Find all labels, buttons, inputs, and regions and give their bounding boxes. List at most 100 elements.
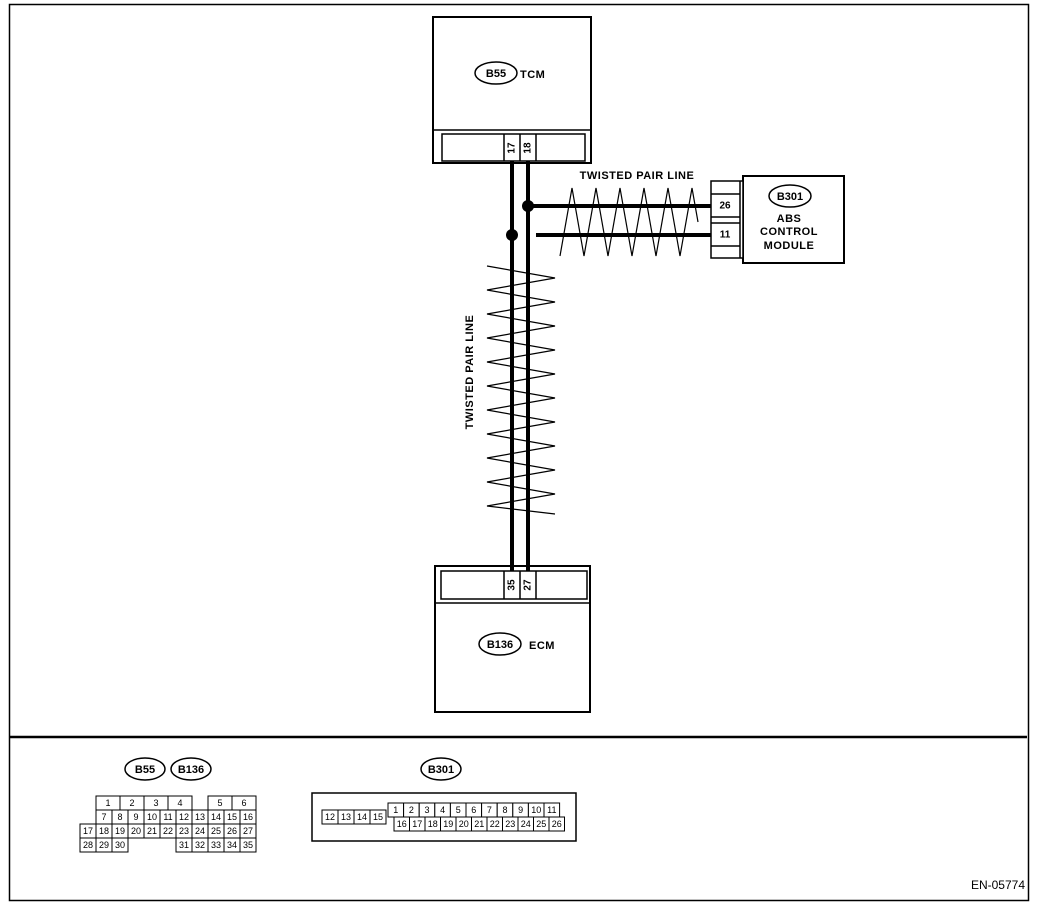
connector-pin-label: 5 (217, 798, 222, 808)
connector-pin-label: 12 (325, 812, 335, 822)
ecm-pin-27: 27 (523, 579, 534, 591)
connector-pin-label: 19 (115, 826, 125, 836)
abs-pin-11: 11 (720, 230, 731, 241)
connector-pin-label: 2 (129, 798, 134, 808)
ecm-code-badge (478, 632, 522, 656)
twisted-pair-label-horizontal: TWISTED PAIR LINE (580, 170, 695, 182)
tcm-code-badge (474, 61, 518, 85)
connector-pin-cell (369, 809, 387, 825)
connector-pin-label: 17 (412, 819, 422, 829)
connector-pin-label: 21 (474, 819, 484, 829)
connector-pin-label: 6 (241, 798, 246, 808)
connector-pin-label: 20 (459, 819, 469, 829)
connector-view-code: B301 (428, 764, 454, 776)
abs-label-line-2: CONTROL (760, 226, 818, 238)
connector-pin-label: 17 (83, 826, 93, 836)
abs-code: B301 (777, 191, 803, 203)
connector-pin-label: 7 (101, 812, 106, 822)
connector-pin-label: 4 (177, 798, 182, 808)
connector-pin-label: 28 (83, 840, 93, 850)
ecm-pin-35: 35 (507, 579, 518, 591)
connector-pin-label: 20 (131, 826, 141, 836)
abs-control-module: 26 11 B301 ABS CONTROL MODULE (710, 175, 845, 264)
connector-pin-cell (548, 816, 565, 832)
twisted-pair-label-vertical: TWISTED PAIR LINE (464, 315, 476, 430)
connector-view-code-badge (170, 757, 212, 781)
connector-pin-cell (111, 837, 129, 853)
abs-code-badge (768, 184, 812, 208)
connector-view-code-badge (420, 757, 462, 781)
connector-pin-label: 23 (505, 819, 515, 829)
connector-pin-label: 4 (440, 805, 445, 815)
ecm-label: ECM (529, 640, 555, 652)
connector-pin-label: 24 (195, 826, 205, 836)
connector-pin-label: 1 (393, 805, 398, 815)
wire-can-low (510, 161, 711, 571)
connector-pin-label: 30 (115, 840, 125, 850)
connector-pin-label: 23 (179, 826, 189, 836)
connector-pin-label: 34 (227, 840, 237, 850)
connector-pin-label: 14 (357, 812, 367, 822)
connector-pin-label: 6 (471, 805, 476, 815)
connector-pin-label: 16 (243, 812, 253, 822)
connector-pin-label: 32 (195, 840, 205, 850)
connector-pin-label: 15 (227, 812, 237, 822)
connector-pin-label: 25 (536, 819, 546, 829)
ecm-code: B136 (487, 639, 513, 651)
connector-pin-label: 22 (163, 826, 173, 836)
connector-pin-label: 24 (521, 819, 531, 829)
connector-pin-label: 1 (105, 798, 110, 808)
twist-symbol-horizontal (559, 187, 699, 257)
connector-pin-label: 26 (552, 819, 562, 829)
connector-pin-label: 15 (373, 812, 383, 822)
splice-point-high (522, 200, 534, 212)
abs-label-line-3: MODULE (764, 240, 815, 252)
connector-pin-label: 29 (99, 840, 109, 850)
connector-pin-label: 33 (211, 840, 221, 850)
abs-pin-26: 26 (719, 201, 731, 212)
connector-pin-label: 2 (409, 805, 414, 815)
abs-label-line-1: ABS (777, 213, 802, 225)
connector-pin-label: 5 (456, 805, 461, 815)
ecm-module: 35 27 B136 ECM (434, 565, 591, 713)
connector-pin-label: 13 (195, 812, 205, 822)
connector-pin-label: 31 (179, 840, 189, 850)
connector-pin-label: 9 (518, 805, 523, 815)
connector-pin-label: 8 (117, 812, 122, 822)
tcm-pin-17: 17 (507, 142, 518, 154)
connector-view-code: B136 (178, 764, 204, 776)
connector-view-code-badge (124, 757, 166, 781)
connector-pin-label: 10 (147, 812, 157, 822)
connector-pin-label: 14 (211, 812, 221, 822)
tcm-connector (441, 133, 586, 162)
connector-pin-label: 18 (99, 826, 109, 836)
connector-pin-label: 25 (211, 826, 221, 836)
connector-pin-label: 3 (424, 805, 429, 815)
twist-symbol-vertical (486, 265, 556, 515)
connector-pin-label: 7 (487, 805, 492, 815)
connector-pin-label: 26 (227, 826, 237, 836)
tcm-code: B55 (486, 68, 506, 80)
connector-view-code: B55 (135, 764, 155, 776)
figure-reference: EN-05774 (971, 878, 1025, 892)
tcm-pin-18: 18 (523, 142, 534, 154)
connector-pin-label: 12 (179, 812, 189, 822)
tcm-label: TCM (520, 69, 545, 81)
connector-pin-label: 35 (243, 840, 253, 850)
connector-pin-label: 16 (397, 819, 407, 829)
connector-pin-label: 11 (547, 805, 556, 815)
connector-pin-label: 8 (502, 805, 507, 815)
tcm-module: 17 18 B55 TCM (432, 16, 592, 164)
connector-pin-label: 9 (133, 812, 138, 822)
connector-pin-cell (239, 837, 257, 853)
connector-pin-label: 19 (443, 819, 453, 829)
splice-point-low (506, 229, 518, 241)
wire-can-high (526, 161, 711, 571)
outer-frame (8, 3, 1030, 902)
connector-pin-label: 13 (341, 812, 351, 822)
connector-pin-label: 3 (153, 798, 158, 808)
connector-pin-label: 10 (531, 805, 541, 815)
